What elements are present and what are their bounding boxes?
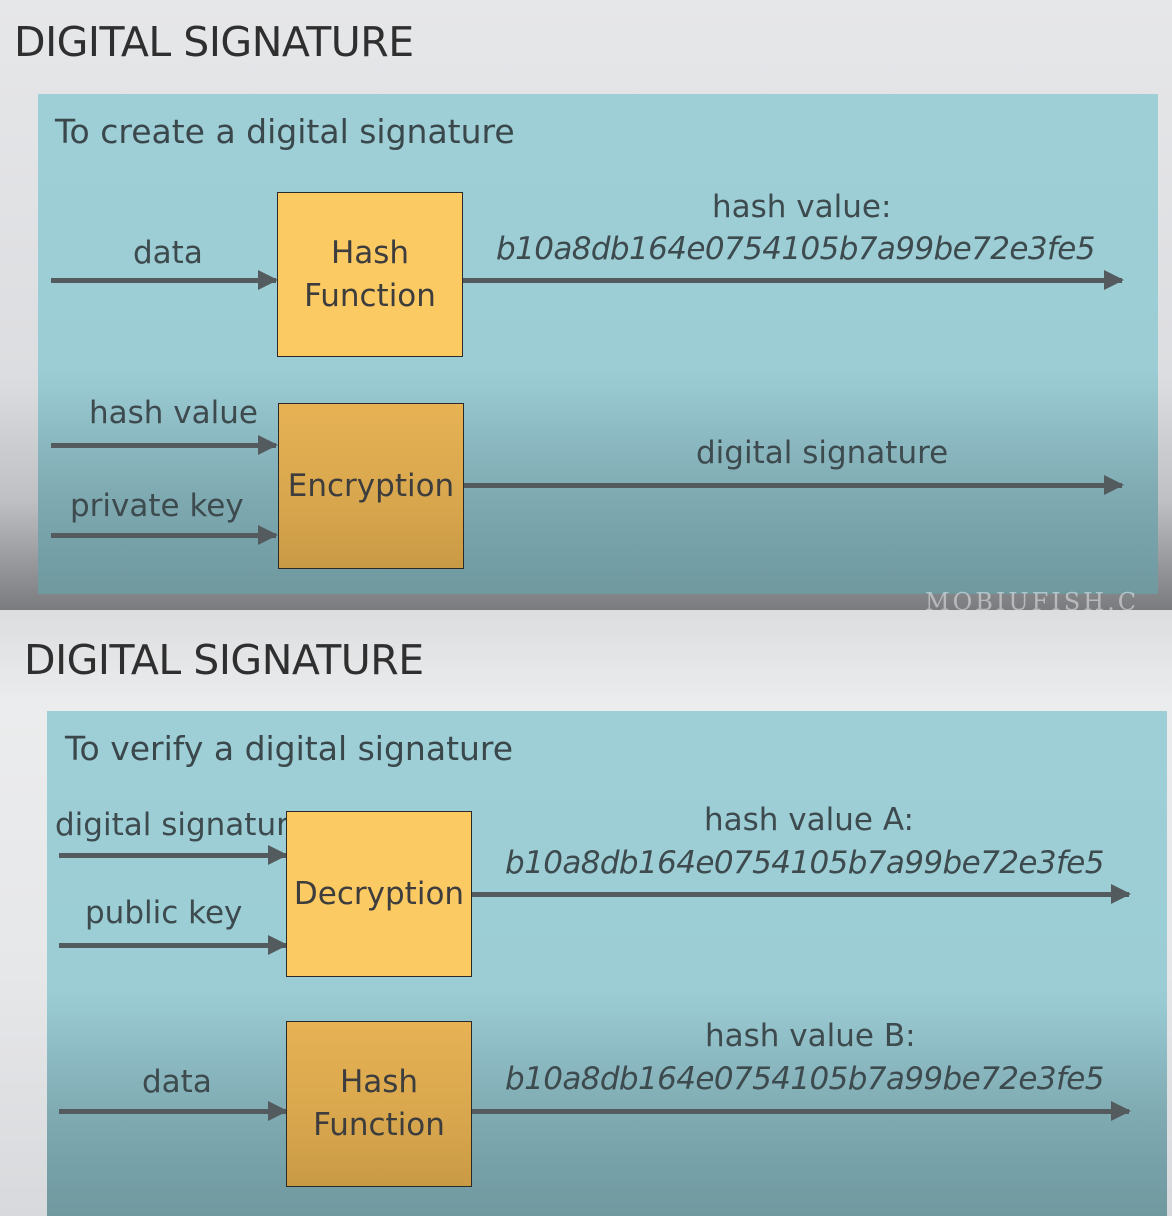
hash-function-line1: Hash <box>339 1064 419 1100</box>
input-public-key-label: public key <box>85 895 243 931</box>
slide-title: DIGITAL SIGNATURE <box>24 636 424 684</box>
input-private-key-label: private key <box>70 488 244 524</box>
slide-verify-signature: DIGITAL SIGNATURE To verify a digital si… <box>0 610 1172 1216</box>
decryption-label: Decryption <box>293 875 465 912</box>
input-public-key-arrow <box>59 935 288 955</box>
input-data-label: data <box>142 1064 212 1100</box>
input-data-label: data <box>133 235 203 271</box>
encryption-box: Encryption <box>278 403 464 569</box>
input-signature-label: digital signature <box>55 807 308 843</box>
hash-function-box: Hash Function <box>277 192 463 357</box>
hash-output-label: hash value: <box>712 189 892 225</box>
input-data-arrow <box>59 1101 288 1121</box>
hash-a-arrow <box>472 884 1131 904</box>
slide-create-signature: DIGITAL SIGNATURE To create a digital si… <box>0 0 1172 610</box>
watermark: MOBIUFISH.C <box>925 588 1140 610</box>
hash-function-line2: Function <box>304 277 436 314</box>
input-private-key-arrow <box>51 525 278 545</box>
hash-a-label: hash value A: <box>704 802 914 838</box>
input-hash-arrow <box>51 435 278 455</box>
hash-b-label: hash value B: <box>705 1018 916 1054</box>
hash-function-line2: Function <box>313 1107 445 1143</box>
hash-output-value: b10a8db164e0754105b7a99be72e3fe5 <box>496 231 1095 267</box>
signature-output-label: digital signature <box>696 435 949 471</box>
decryption-box: Decryption <box>286 811 472 977</box>
panel-caption: To create a digital signature <box>55 112 515 151</box>
hash-b-arrow <box>472 1101 1131 1121</box>
hash-b-value: b10a8db164e0754105b7a99be72e3fe5 <box>505 1061 1104 1097</box>
input-hash-label: hash value <box>89 395 258 431</box>
encryption-label: Encryption <box>287 467 455 504</box>
hash-output-arrow <box>463 270 1124 290</box>
hash-function-box: Hash Function <box>286 1021 472 1187</box>
hash-function-line1: Hash <box>330 234 410 271</box>
diagram-panel: To create a digital signature data Hash … <box>38 94 1158 594</box>
panel-caption: To verify a digital signature <box>65 729 514 768</box>
hash-a-value: b10a8db164e0754105b7a99be72e3fe5 <box>505 845 1104 881</box>
diagram-panel: To verify a digital signature digital si… <box>47 711 1167 1216</box>
slide-title: DIGITAL SIGNATURE <box>14 18 414 66</box>
input-data-arrow <box>51 270 278 290</box>
input-signature-arrow <box>59 845 288 865</box>
signature-output-arrow <box>464 475 1124 495</box>
